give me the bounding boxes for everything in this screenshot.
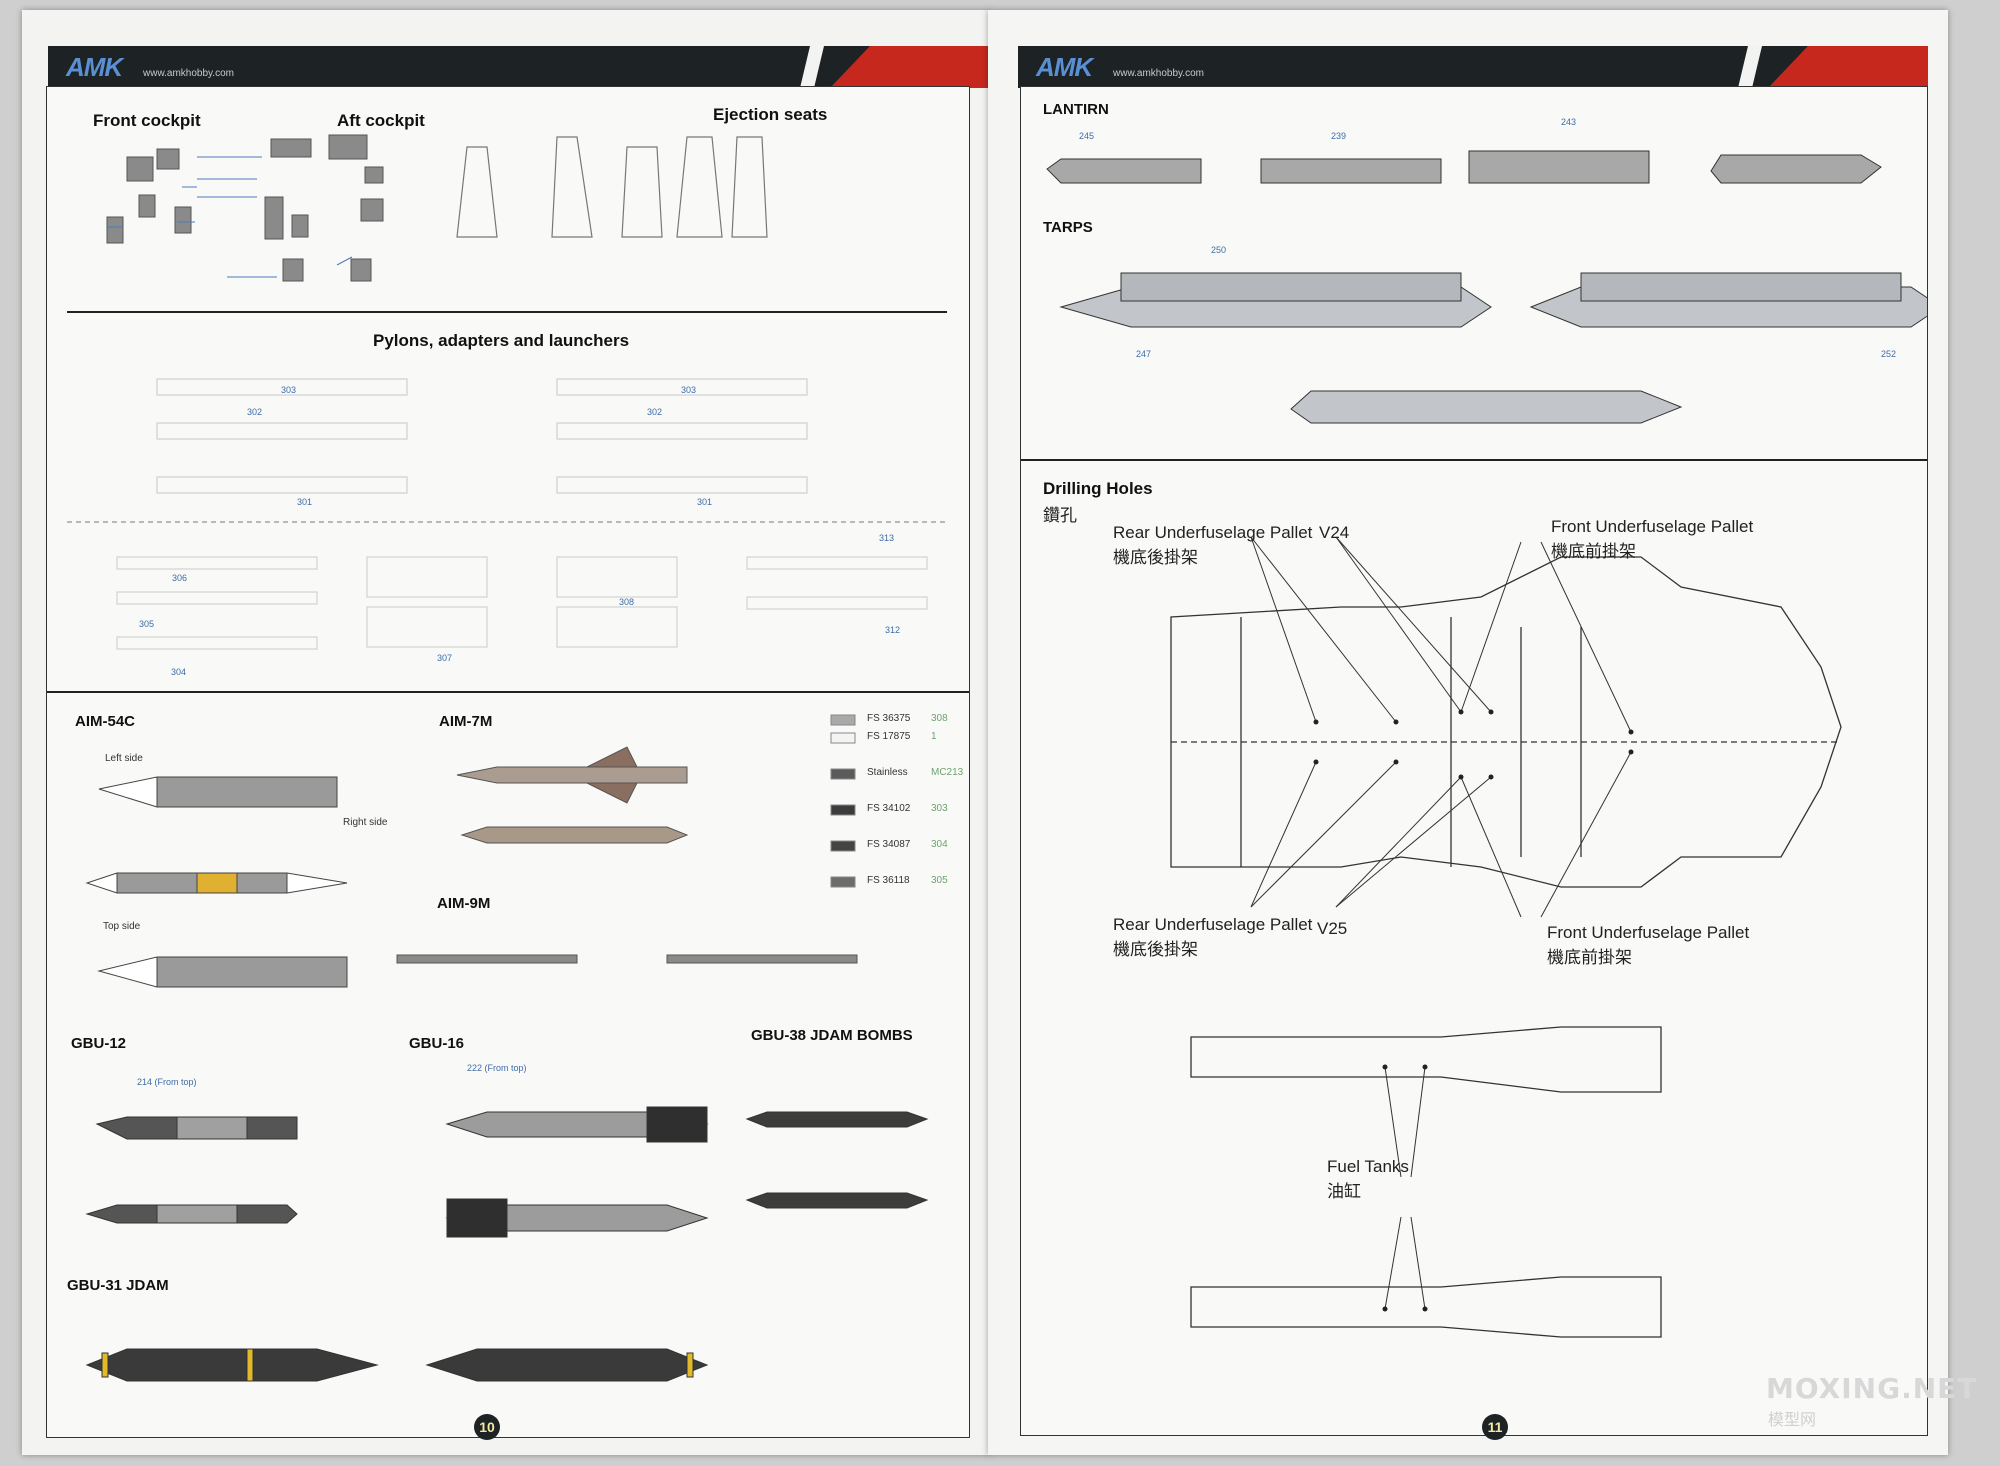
- section-aim7m: AIM-7M: [439, 713, 493, 730]
- callout-front-pallet-top: Front Underfuselage Pallet: [1551, 517, 1754, 536]
- aim54-left-side: Left side: [105, 753, 143, 764]
- content-frame: Front cockpit Aft cockpit Ejection seats…: [46, 86, 970, 1438]
- paint-code: 308: [931, 713, 948, 724]
- callout-v24: V24: [1319, 523, 1350, 542]
- paint-code: 304: [931, 839, 948, 850]
- brand-url: www.amkhobby.com: [143, 68, 234, 79]
- decal-num: 303: [681, 385, 697, 395]
- section-ejection-seats: Ejection seats: [713, 105, 828, 124]
- section-lantirn: LANTIRN: [1043, 101, 1109, 118]
- paint-name: FS 36375: [867, 713, 911, 724]
- callout-fuel-tanks-cn: 油缸: [1327, 1182, 1361, 1201]
- instruction-page-left: AMK www.amkhobby.com: [22, 10, 990, 1455]
- aim54-right-side: Right side: [343, 817, 388, 828]
- section-gbu31: GBU-31 JDAM: [67, 1277, 169, 1294]
- callout-rear-pallet-top: Rear Underfuselage Pallet: [1113, 523, 1313, 542]
- amk-logo: AMK: [1036, 52, 1093, 82]
- brand-url: www.amkhobby.com: [1113, 68, 1204, 79]
- paint-code: 1: [931, 731, 937, 742]
- page-header: AMK www.amkhobby.com: [48, 46, 990, 88]
- section-drilling-holes-cn: 鑽孔: [1043, 506, 1077, 525]
- decal-num: 302: [647, 407, 663, 417]
- paint-swatch: [830, 768, 856, 780]
- section-front-cockpit: Front cockpit: [93, 111, 201, 130]
- page-number: 11: [1482, 1414, 1508, 1440]
- amk-logo: AMK: [66, 52, 123, 82]
- decal-num: 306: [172, 573, 188, 583]
- paint-code: MC213: [931, 767, 964, 778]
- decal-num: 307: [437, 653, 453, 663]
- decal-num: 222 (From top): [467, 1063, 527, 1073]
- callout-front-pallet-top-cn: 機底前掛架: [1551, 542, 1636, 561]
- decal-num: 302: [247, 407, 263, 417]
- paint-name: FS 17875: [867, 731, 911, 742]
- section-gbu16: GBU-16: [409, 1035, 465, 1052]
- section-gbu12: GBU-12: [71, 1035, 127, 1052]
- section-aim54c: AIM-54C: [75, 713, 136, 730]
- page-number: 10: [474, 1414, 500, 1440]
- decal-num: 243: [1561, 117, 1577, 127]
- paint-swatch: [830, 840, 856, 852]
- decal-num: 250: [1211, 245, 1227, 255]
- decal-num: 301: [297, 497, 313, 507]
- decal-num: 304: [171, 667, 187, 677]
- callout-front-pallet-bottom-cn: 機底前掛架: [1547, 948, 1632, 967]
- section-pylons: Pylons, adapters and launchers: [373, 331, 630, 350]
- callout-rear-pallet-bottom: Rear Underfuselage Pallet: [1113, 915, 1313, 934]
- decal-num: 308: [619, 597, 635, 607]
- paint-swatch: [830, 732, 856, 744]
- paint-name: FS 34087: [867, 839, 911, 850]
- decal-num: 245: [1079, 131, 1095, 141]
- paint-legend-swatches: [830, 714, 856, 888]
- section-aim9m: AIM-9M: [437, 895, 491, 912]
- paint-code: 305: [931, 875, 948, 886]
- paint-swatch: [830, 804, 856, 816]
- callout-fuel-tanks: Fuel Tanks: [1327, 1157, 1409, 1176]
- decal-num: 252: [1881, 349, 1897, 359]
- section-aft-cockpit: Aft cockpit: [337, 111, 425, 130]
- watermark-site-cn: 模型网: [1768, 1412, 1817, 1429]
- decal-num: 303: [281, 385, 297, 395]
- callout-rear-pallet-top-cn: 機底後掛架: [1113, 548, 1198, 567]
- paint-name: FS 36118: [867, 875, 910, 886]
- section-gbu38: GBU-38 JDAM BOMBS: [751, 1027, 913, 1044]
- aim54-top-side: Top side: [103, 921, 141, 932]
- paint-name: Stainless: [867, 767, 908, 778]
- section-tarps: TARPS: [1043, 219, 1093, 236]
- paint-name: FS 34102: [867, 803, 911, 814]
- decal-num: 214 (From top): [137, 1077, 197, 1087]
- decal-num: 313: [879, 533, 895, 543]
- instruction-page-right: AMK www.amkhobby.com: [988, 10, 1976, 1455]
- artwork-right: [1021, 150, 1927, 1338]
- page-header: AMK www.amkhobby.com: [1018, 46, 1928, 88]
- callout-v25: V25: [1317, 919, 1348, 938]
- paint-swatch: [830, 714, 856, 726]
- decal-num: 305: [139, 619, 155, 629]
- decal-num: 301: [697, 497, 713, 507]
- content-frame: LANTIRN 245 239 243 TARPS 250 247 252 Dr…: [1020, 86, 1928, 1436]
- section-drilling-holes: Drilling Holes: [1043, 479, 1153, 498]
- paint-swatch: [830, 876, 856, 888]
- decal-num: 247: [1136, 349, 1152, 359]
- paint-code: 303: [931, 803, 948, 814]
- decal-num: 239: [1331, 131, 1347, 141]
- decal-num: 312: [885, 625, 901, 635]
- callout-front-pallet-bottom: Front Underfuselage Pallet: [1547, 923, 1750, 942]
- callout-rear-pallet-bottom-cn: 機底後掛架: [1113, 940, 1198, 959]
- artwork-left: [47, 134, 969, 1382]
- watermark-site: MOXING.NET: [1766, 1372, 1978, 1405]
